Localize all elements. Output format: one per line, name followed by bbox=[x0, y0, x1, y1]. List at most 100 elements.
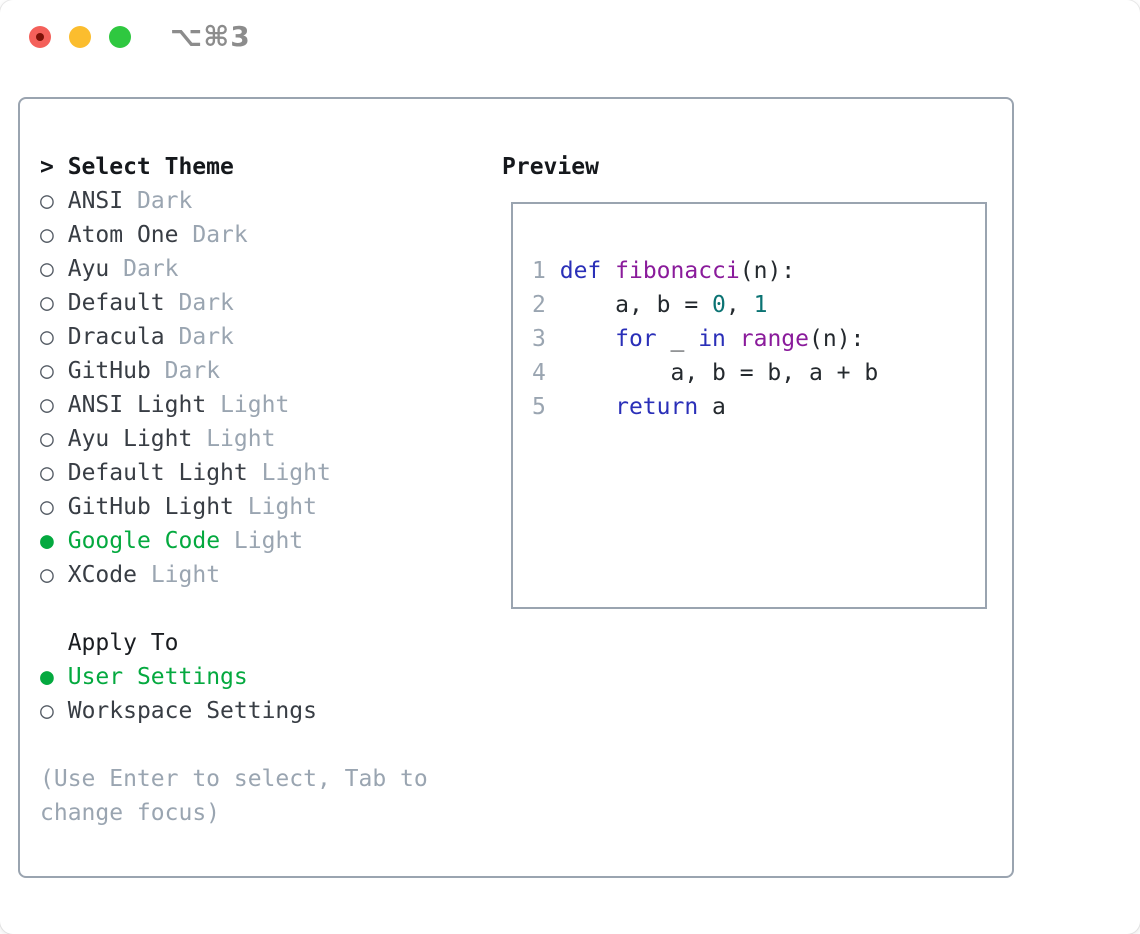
theme-item-google-code[interactable]: ● Google Code Light bbox=[40, 524, 490, 558]
code-line: 3 for _ in range(n): bbox=[532, 322, 985, 356]
code-token bbox=[726, 326, 740, 352]
text bbox=[179, 222, 193, 248]
text bbox=[546, 258, 560, 284]
theme-item-label: Dracula bbox=[67, 324, 165, 350]
code-token: fibonacci bbox=[615, 258, 740, 284]
titlebar: ⌥⌘3 bbox=[0, 0, 1140, 97]
theme-item-dracula[interactable]: ○ Dracula Dark bbox=[40, 320, 490, 354]
theme-item-github-light[interactable]: ○ GitHub Light Light bbox=[40, 490, 490, 524]
theme-item-variant: Dark bbox=[178, 324, 234, 350]
theme-item-ayu-light[interactable]: ○ Ayu Light Light bbox=[40, 422, 490, 456]
theme-item-variant: Light bbox=[150, 562, 221, 588]
code-token: 0 bbox=[712, 292, 726, 318]
select-theme-label: Select Theme bbox=[67, 154, 234, 180]
apply-option-workspace-settings[interactable]: ○ Workspace Settings bbox=[40, 694, 490, 728]
theme-item-label: Default Light bbox=[67, 460, 248, 486]
text bbox=[54, 392, 68, 418]
text bbox=[123, 188, 137, 214]
code-token: for bbox=[615, 326, 657, 352]
code-line: 2 a, b = 0, 1 bbox=[532, 288, 985, 322]
close-button[interactable] bbox=[29, 26, 51, 48]
text bbox=[54, 358, 68, 384]
radio-icon: ○ bbox=[40, 324, 54, 350]
theme-item-label: Ayu Light bbox=[67, 426, 193, 452]
text bbox=[54, 494, 68, 520]
theme-item-variant: Dark bbox=[136, 188, 193, 214]
radio-icon: ● bbox=[40, 664, 54, 690]
theme-item-default[interactable]: ○ Default Dark bbox=[40, 286, 490, 320]
radio-icon: ○ bbox=[40, 256, 54, 282]
code-token: , bbox=[725, 292, 754, 318]
code-line: 1 def fibonacci(n): bbox=[532, 254, 985, 288]
text bbox=[137, 562, 151, 588]
text bbox=[165, 324, 179, 350]
theme-item-xcode[interactable]: ○ XCode Light bbox=[40, 558, 490, 592]
radio-icon: ○ bbox=[40, 426, 54, 452]
text bbox=[234, 494, 248, 520]
preview-title: Preview bbox=[502, 154, 599, 180]
minimize-button[interactable] bbox=[69, 26, 91, 48]
code-token bbox=[601, 258, 615, 284]
theme-item-default-light[interactable]: ○ Default Light Light bbox=[40, 456, 490, 490]
apply-to-options: ● User Settings○ Workspace Settings bbox=[40, 660, 490, 728]
theme-item-label: ANSI Light bbox=[67, 392, 207, 418]
text bbox=[54, 698, 68, 724]
text bbox=[192, 426, 206, 452]
theme-item-atom-one[interactable]: ○ Atom One Dark bbox=[40, 218, 490, 252]
theme-item-label: Atom One bbox=[67, 222, 179, 248]
text bbox=[54, 562, 68, 588]
text bbox=[54, 426, 68, 452]
theme-item-variant: Light bbox=[233, 528, 304, 554]
radio-icon: ● bbox=[40, 528, 54, 554]
code-line: 4 a, b = b, a + b bbox=[532, 356, 985, 390]
text bbox=[206, 392, 220, 418]
theme-item-github[interactable]: ○ GitHub Dark bbox=[40, 354, 490, 388]
apply-option-user-settings[interactable]: ● User Settings bbox=[40, 660, 490, 694]
zoom-button[interactable] bbox=[109, 26, 131, 48]
theme-item-label: Google Code bbox=[67, 528, 221, 554]
tui-frame: >Select Theme ○ ANSI Dark○ Atom One Dark… bbox=[18, 97, 1014, 878]
theme-item-label: ANSI bbox=[67, 188, 124, 214]
line-number: 4 bbox=[532, 360, 546, 386]
text bbox=[546, 326, 560, 352]
theme-list: ○ ANSI Dark○ Atom One Dark○ Ayu Dark○ De… bbox=[40, 184, 490, 592]
text bbox=[54, 222, 68, 248]
theme-item-variant: Light bbox=[220, 392, 290, 418]
code-token bbox=[560, 326, 615, 352]
code-token: range bbox=[739, 326, 810, 352]
code-token: 1 bbox=[753, 292, 768, 318]
code-line: 5 return a bbox=[532, 390, 985, 424]
radio-icon: ○ bbox=[40, 290, 54, 316]
code-token: (n): bbox=[809, 326, 865, 352]
code-token bbox=[560, 394, 615, 420]
radio-icon: ○ bbox=[40, 222, 54, 248]
theme-item-variant: Dark bbox=[164, 358, 221, 384]
apply-option-label: User Settings bbox=[67, 664, 248, 690]
theme-item-ayu[interactable]: ○ Ayu Dark bbox=[40, 252, 490, 286]
theme-pane: >Select Theme ○ ANSI Dark○ Atom One Dark… bbox=[40, 150, 490, 830]
help-text-line-2: change focus) bbox=[40, 800, 221, 826]
spacer bbox=[40, 592, 490, 626]
code-token: in bbox=[698, 326, 726, 352]
theme-item-ansi-light[interactable]: ○ ANSI Light Light bbox=[40, 388, 490, 422]
code-token: _ bbox=[656, 326, 699, 352]
theme-item-label: Default bbox=[67, 290, 165, 316]
theme-item-variant: Light bbox=[261, 460, 331, 486]
radio-icon: ○ bbox=[40, 698, 54, 724]
theme-item-variant: Dark bbox=[192, 222, 248, 248]
theme-item-label: Ayu bbox=[67, 256, 110, 282]
radio-icon: ○ bbox=[40, 188, 54, 214]
code-token: def bbox=[559, 258, 602, 284]
apply-to-label: Apply To bbox=[67, 630, 179, 656]
theme-item-ansi[interactable]: ○ ANSI Dark bbox=[40, 184, 490, 218]
cursor-icon: > bbox=[40, 154, 54, 180]
text bbox=[54, 188, 68, 214]
text bbox=[546, 360, 560, 386]
text bbox=[54, 460, 68, 486]
text bbox=[54, 324, 68, 350]
text bbox=[546, 394, 560, 420]
text bbox=[109, 256, 123, 282]
line-number: 3 bbox=[532, 326, 546, 352]
